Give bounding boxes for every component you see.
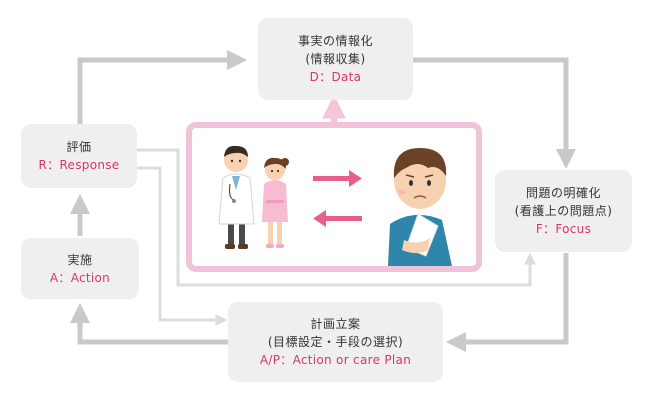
node-action-label: A：Action — [49, 270, 111, 285]
node-plan-subtitle: (目標設定・手段の選択) — [267, 335, 404, 349]
node-focus-label: F：Focus — [535, 222, 592, 236]
node-plan-label: A/P：Action or care Plan — [259, 353, 412, 367]
node-response: 評価 R：Response — [21, 124, 137, 188]
patient-icon — [388, 148, 452, 266]
arrow-plan-to-action — [70, 303, 228, 345]
doctor-icon — [218, 145, 255, 249]
node-focus-title: 問題の明確化 — [525, 186, 601, 200]
node-plan: 計画立案 (目標設定・手段の選択) A/P：Action or care Pla… — [228, 302, 443, 382]
arrow-left-icon — [313, 210, 362, 227]
node-focus: 問題の明確化 (看護上の問題点) F：Focus — [495, 170, 632, 252]
illustration-panel — [186, 122, 482, 272]
arrow-response-to-plan — [137, 166, 228, 326]
node-data-label: D：Data — [309, 70, 362, 84]
node-focus-subtitle: (看護上の問題点) — [514, 204, 613, 218]
node-plan-title: 計画立案 — [310, 317, 361, 331]
arrow-right-icon — [313, 170, 362, 187]
arrow-data-to-focus — [413, 57, 576, 169]
node-data: 事実の情報化 (情報収集) D：Data — [258, 18, 413, 100]
node-action: 実施 A：Action — [21, 238, 139, 299]
node-response-label: R：Response — [38, 158, 120, 172]
node-data-title: 事実の情報化 — [297, 34, 373, 48]
node-action-title: 実施 — [67, 252, 93, 267]
nurse-icon — [262, 157, 289, 248]
arrow-response-to-data — [77, 50, 247, 124]
node-data-subtitle: (情報収集) — [305, 52, 366, 66]
node-response-title: 評価 — [66, 140, 92, 154]
arrow-response-to-focus — [137, 148, 536, 287]
arrow-focus-to-plan — [446, 253, 569, 352]
